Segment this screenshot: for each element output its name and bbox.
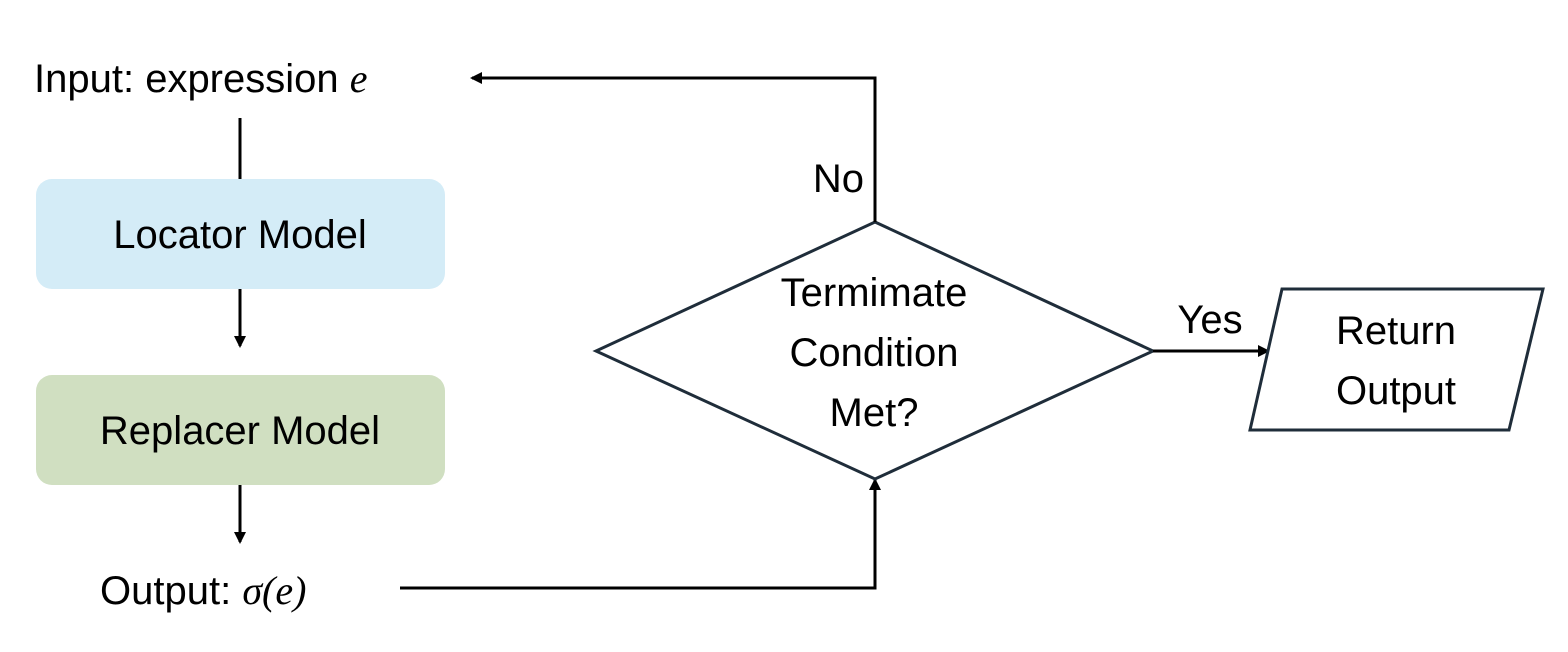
arrow-output-to-decision — [400, 478, 881, 590]
locator-model-box — [36, 179, 445, 289]
decision-line-2: Condition — [789, 331, 958, 375]
locator-model-label: Locator Model — [113, 213, 366, 257]
decision-line-3: Met? — [830, 391, 919, 435]
return-output-line-2: Output — [1336, 369, 1456, 413]
return-output-node: Return Output — [1248, 287, 1545, 432]
arrow-no-loop-to-input — [470, 72, 877, 222]
output-prefix: Output: — [100, 569, 242, 613]
output-label: Output: σ(e) — [100, 568, 306, 613]
return-output-parallelogram — [1248, 287, 1545, 432]
branch-yes-label: Yes — [1177, 298, 1242, 342]
locator-model-node: Locator Model — [36, 179, 445, 289]
output-symbol: σ(e) — [242, 568, 306, 613]
replacer-model-box — [36, 375, 445, 485]
replacer-model-node: Replacer Model — [36, 375, 445, 485]
branch-no-label: No — [813, 157, 864, 201]
input-prefix: Input: expression — [34, 57, 350, 101]
replacer-model-label: Replacer Model — [100, 409, 380, 453]
decision-node: Termimate Condition Met? — [592, 220, 1157, 481]
input-symbol: e — [350, 56, 368, 101]
return-output-line-1: Return — [1336, 309, 1456, 353]
input-label: Input: expression e — [34, 56, 368, 101]
decision-diamond — [592, 220, 1157, 481]
decision-line-1: Termimate — [781, 271, 968, 315]
